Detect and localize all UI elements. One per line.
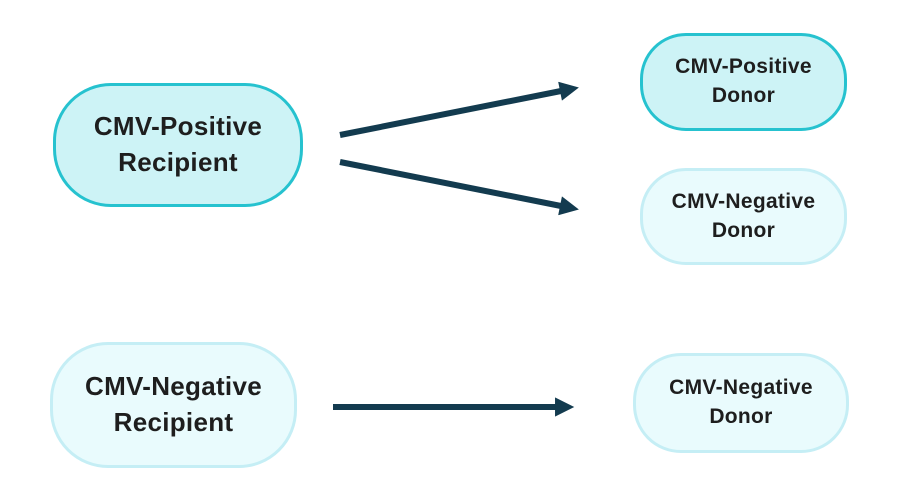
node-cmv-positive-recipient: CMV-Positive Recipient bbox=[53, 83, 303, 207]
node-label-line1: CMV-Positive bbox=[675, 55, 812, 79]
node-label-line2: Donor bbox=[711, 218, 776, 242]
node-label-line1: CMV-Positive bbox=[93, 111, 263, 142]
node-label-line1: CMV-Negative bbox=[669, 376, 813, 400]
node-label-line1: CMV-Negative bbox=[85, 371, 262, 402]
node-label-line1: CMV-Negative bbox=[671, 189, 816, 213]
node-label-line2: Recipient bbox=[113, 407, 234, 437]
node-cmv-positive-donor: CMV-Positive Donor bbox=[640, 33, 847, 131]
arrow-positive-recipient-to-negative-donor bbox=[339, 159, 579, 216]
node-label-line2: Donor bbox=[711, 84, 776, 107]
node-cmv-negative-recipient: CMV-Negative Recipient bbox=[50, 342, 297, 468]
node-label-line2: Recipient bbox=[118, 147, 238, 177]
node-label-line2: Donor bbox=[709, 405, 773, 428]
arrow-positive-recipient-to-positive-donor bbox=[339, 81, 579, 138]
node-cmv-negative-donor-bottom: CMV-Negative Donor bbox=[633, 353, 849, 453]
node-cmv-negative-donor-top: CMV-Negative Donor bbox=[640, 168, 847, 265]
